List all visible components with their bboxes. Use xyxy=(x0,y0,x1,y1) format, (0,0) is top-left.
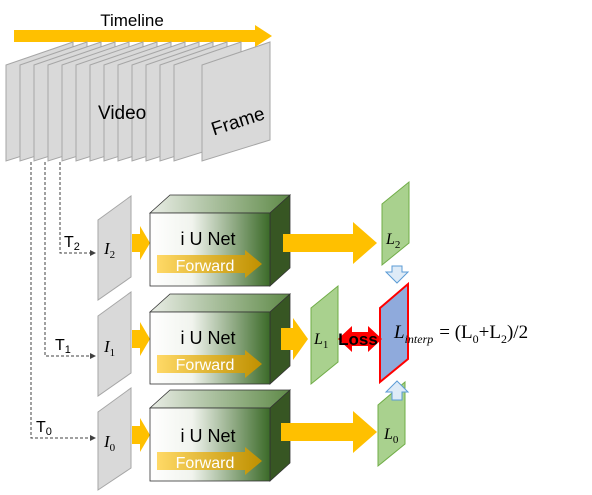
input-arrow-i0 xyxy=(132,418,150,452)
svg-text:I0: I0 xyxy=(103,432,116,454)
input-arrow-i1 xyxy=(132,322,150,356)
forward-label: Forward xyxy=(176,357,235,374)
forward-label: Forward xyxy=(176,455,235,472)
output-arrow-l2 xyxy=(283,222,377,264)
net-label: i U Net xyxy=(180,328,235,348)
forward-label: Forward xyxy=(176,258,235,275)
time-label-t1: T1 xyxy=(55,337,71,356)
iunet-box-t2: i U Net Forward xyxy=(148,194,292,287)
time-connector-arrowheads xyxy=(90,250,96,441)
forward-arrow xyxy=(157,350,262,378)
time-label-t2: T2 xyxy=(64,234,80,253)
timeline-arrow xyxy=(14,25,272,47)
svg-text:I1: I1 xyxy=(103,337,115,359)
svg-text:L2: L2 xyxy=(385,231,400,251)
svg-text:L1: L1 xyxy=(313,331,328,351)
input-frame-i0: I0 xyxy=(97,387,132,491)
up-arrow-icon xyxy=(384,380,410,401)
output-arrow-l0 xyxy=(281,411,377,453)
forward-arrow xyxy=(157,250,262,278)
loss-label: Loss xyxy=(338,330,378,349)
output-frame-l2: L2 xyxy=(381,180,410,267)
input-frame-i1: I1 xyxy=(97,291,132,397)
time-connectors xyxy=(30,162,92,439)
loss-arrow xyxy=(338,326,382,352)
interp-equation: Linterp= (L0+L2)/2 xyxy=(393,322,528,346)
net-label: i U Net xyxy=(180,229,235,249)
input-arrow-i2 xyxy=(132,226,150,260)
iunet-box-t0: i U Net Forward xyxy=(148,389,292,482)
video-frame-stack xyxy=(5,41,271,162)
timeline-label: Timeline xyxy=(100,11,164,30)
interp-frame xyxy=(379,281,409,385)
svg-text:L0: L0 xyxy=(383,426,399,446)
forward-arrow xyxy=(157,447,262,475)
input-arrows xyxy=(132,226,150,452)
output-frame-l1: L1 xyxy=(310,284,339,386)
iunet-box-t1: i U Net Forward xyxy=(148,293,292,385)
video-label: Video xyxy=(98,103,146,124)
svg-text:I2: I2 xyxy=(103,239,115,261)
net-label: i U Net xyxy=(180,426,235,446)
output-arrow-l1 xyxy=(281,318,308,360)
time-label-t0: T0 xyxy=(36,419,52,438)
down-arrow-icon xyxy=(384,265,410,284)
output-arrows xyxy=(281,222,377,453)
input-frame-i2: I2 xyxy=(97,195,132,301)
